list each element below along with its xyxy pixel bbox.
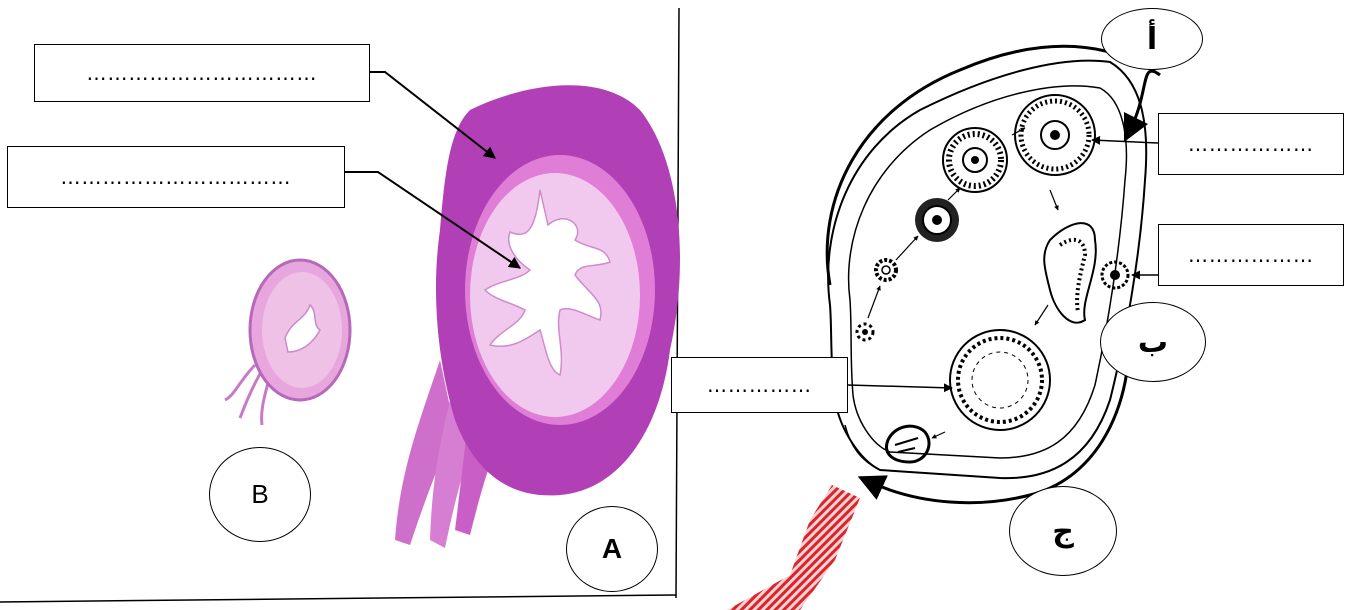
label-box-right-2[interactable]: ……………… (1158, 224, 1344, 286)
label-circle-alef: أ (1101, 8, 1203, 70)
label-circle-ba: ب (1100, 302, 1206, 382)
label-circle-b: B (209, 447, 311, 542)
red-striped-mark (727, 485, 860, 610)
label-box-right-1[interactable]: ……………… (1158, 113, 1344, 175)
section-a-large (395, 85, 680, 548)
label-circle-jim: ج (1009, 486, 1117, 576)
label-box-right-3[interactable]: …………… (671, 357, 848, 413)
label-box-left-1[interactable]: …………………………… (34, 44, 370, 102)
label-circle-a: A (566, 506, 658, 592)
section-b-small (225, 260, 350, 425)
follicle-sequence (857, 95, 1128, 462)
label-box-left-2[interactable]: …………………………… (7, 146, 345, 208)
